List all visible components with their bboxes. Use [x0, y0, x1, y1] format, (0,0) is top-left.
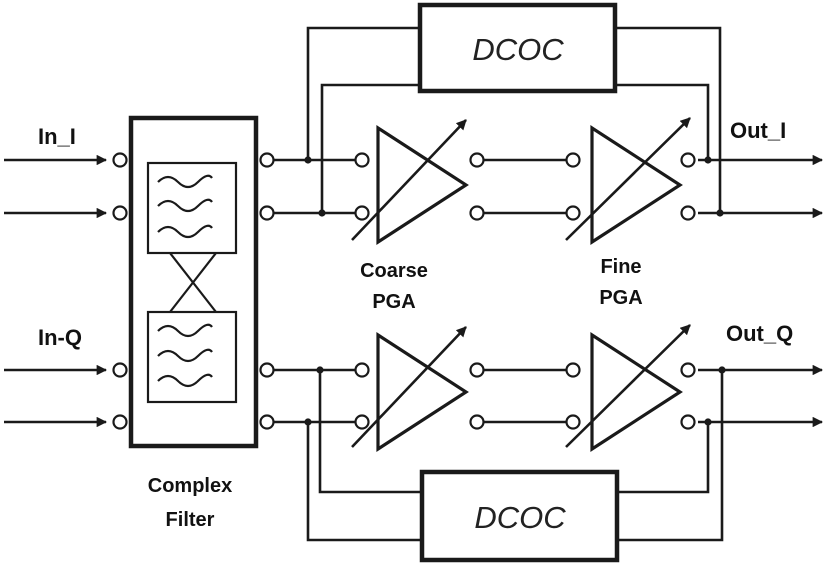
- coarse-pga-label-line2: PGA: [372, 291, 415, 313]
- coarse-pga-label-line1: Coarse: [360, 260, 428, 282]
- complex-filter-label-line1: Complex: [148, 475, 232, 497]
- in-i-label: In_I: [38, 124, 76, 149]
- in-q-label: In-Q: [38, 325, 82, 350]
- out-i-label: Out_I: [730, 118, 786, 143]
- out-q-label: Out_Q: [726, 321, 793, 346]
- fine-pga-q: [565, 324, 691, 452]
- dcoc-top-block: [417, 2, 618, 94]
- fine-pga-label-line1: Fine: [600, 256, 641, 278]
- fine-pga-label-line2: PGA: [599, 287, 642, 309]
- wires: [274, 26, 724, 542]
- complex-filter: [128, 115, 259, 449]
- output-lines: [698, 154, 824, 428]
- coarse-pga-i: [351, 119, 469, 245]
- coarse-pga-q: [351, 326, 469, 452]
- complex-filter-label-line2: Filter: [166, 509, 215, 531]
- filter-wave-icon: [157, 174, 213, 239]
- dcoc-top-label: DCOC: [472, 32, 564, 67]
- dcoc-bottom-label: DCOC: [474, 500, 566, 535]
- port-circles: [112, 152, 696, 430]
- input-lines: [4, 154, 108, 428]
- fine-pga-i: [565, 117, 691, 245]
- filter-wave-icon: [157, 323, 213, 388]
- dcoc-bottom-block: [419, 469, 620, 563]
